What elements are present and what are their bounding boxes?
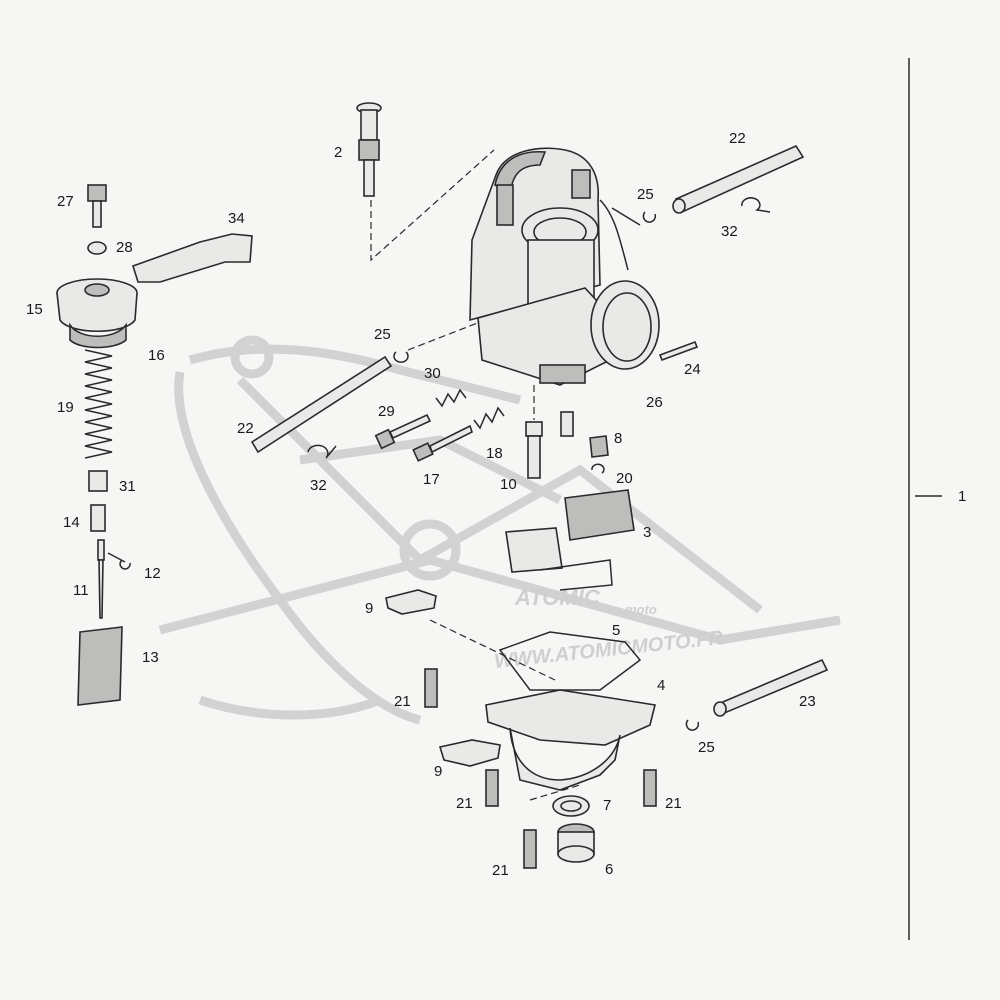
part-13-throttle-slide (77, 626, 123, 706)
callout-30: 30 (424, 365, 441, 382)
part-34-bracket (132, 233, 253, 283)
part-4-float-bowl (485, 689, 656, 791)
part-22-hose-left (250, 355, 393, 454)
callout-32: 32 (310, 477, 327, 494)
part-32-clamp-left (307, 444, 337, 459)
callout-22: 22 (237, 420, 254, 437)
part-22-hose-top (672, 144, 805, 214)
part-20-clip (591, 463, 605, 474)
part-16-seal (69, 322, 127, 349)
part-8-cap (589, 435, 609, 458)
callout-20: 20 (616, 470, 633, 487)
callout-32: 32 (721, 223, 738, 240)
callout-24: 24 (684, 361, 701, 378)
part-19-spring (84, 349, 113, 459)
callout-17: 17 (423, 471, 440, 488)
callout-28: 28 (116, 239, 133, 256)
watermark-url: WWW.ATOMICMOTO.FR (493, 627, 724, 673)
callout-21: 21 (665, 795, 682, 812)
dashed-guide-9 (429, 619, 556, 681)
callout-23: 23 (799, 693, 816, 710)
callout-25: 25 (374, 326, 391, 343)
callout-7: 7 (603, 797, 611, 814)
part-7-o-ring-inner (560, 800, 582, 812)
callout-31: 31 (119, 478, 136, 495)
callout-34: 34 (228, 210, 245, 227)
callout-13: 13 (142, 649, 159, 666)
part-31-retainer (88, 470, 108, 492)
callout-11: 11 (73, 582, 89, 599)
part-25-clip-top (642, 211, 657, 223)
part-15-cap (56, 278, 138, 333)
callout-2: 2 (334, 144, 342, 161)
callout-5: 5 (612, 622, 620, 639)
part-29-screw (374, 413, 432, 450)
callout-19: 19 (57, 399, 74, 416)
part-21-bolt-d (523, 829, 537, 869)
part-25-clip-bottom (685, 719, 700, 731)
part-28-washer (87, 241, 107, 255)
part-24-tube (658, 340, 699, 362)
part-3-float (505, 489, 635, 591)
callout-9: 9 (365, 600, 373, 617)
callout-9: 9 (434, 763, 442, 780)
callout-21: 21 (492, 862, 509, 879)
callout-14: 14 (63, 514, 80, 531)
callout-26: 26 (646, 394, 663, 411)
part-21-bolt-c (643, 769, 657, 807)
part-30-spring (435, 388, 467, 408)
callout-8: 8 (614, 430, 622, 447)
part-10-main-jet-holder (525, 421, 543, 479)
callout-1: 1 (958, 488, 966, 505)
callout-25: 25 (637, 186, 654, 203)
dashed-guide-2 (370, 149, 495, 262)
part-12-clip (119, 559, 131, 570)
part-11-jet-needle (97, 539, 105, 619)
part-26-jet (560, 411, 574, 437)
part-17-pilot-screw (412, 424, 473, 462)
dashed-guide-25 (407, 321, 481, 351)
part-5-gasket (498, 631, 642, 691)
watermark-brand-sub: moto (625, 602, 657, 617)
carburetor-body (469, 147, 660, 386)
callout-12: 12 (144, 565, 161, 582)
callout-10: 10 (500, 476, 517, 493)
part-23-hose (713, 658, 829, 717)
part-6-drain-plug (557, 823, 595, 863)
part-14-needle-clip (90, 504, 106, 532)
callout-labels: 2 22 25 32 27 34 28 15 16 19 25 30 24 29… (26, 130, 966, 879)
callout-27: 27 (57, 193, 74, 210)
callout-16: 16 (148, 347, 165, 364)
part-9-plate-bottom (438, 739, 501, 767)
part-21-bolt-a (424, 668, 438, 708)
callout-15: 15 (26, 301, 43, 318)
part-2-adjuster-screw (356, 102, 382, 197)
watermark-logo (158, 335, 841, 725)
callout-21: 21 (394, 693, 411, 710)
callout-21: 21 (456, 795, 473, 812)
part-27-bolt (87, 184, 107, 228)
part-9-plate-top (385, 589, 437, 615)
callout-25: 25 (698, 739, 715, 756)
callout-18: 18 (486, 445, 503, 462)
callout-3: 3 (643, 524, 651, 541)
callout-4: 4 (657, 677, 665, 694)
callout-6: 6 (605, 861, 613, 878)
callout-22: 22 (729, 130, 746, 147)
part-12-leader (107, 552, 126, 563)
part-32-clamp-top (741, 197, 771, 213)
part-25-clip-mid (393, 351, 409, 363)
part-21-bolt-b (485, 769, 499, 807)
callout-29: 29 (378, 403, 395, 420)
dashed-guide-21 (529, 784, 581, 801)
watermark-brand: ATOMIC (514, 585, 601, 610)
part-18-spring (473, 406, 505, 430)
